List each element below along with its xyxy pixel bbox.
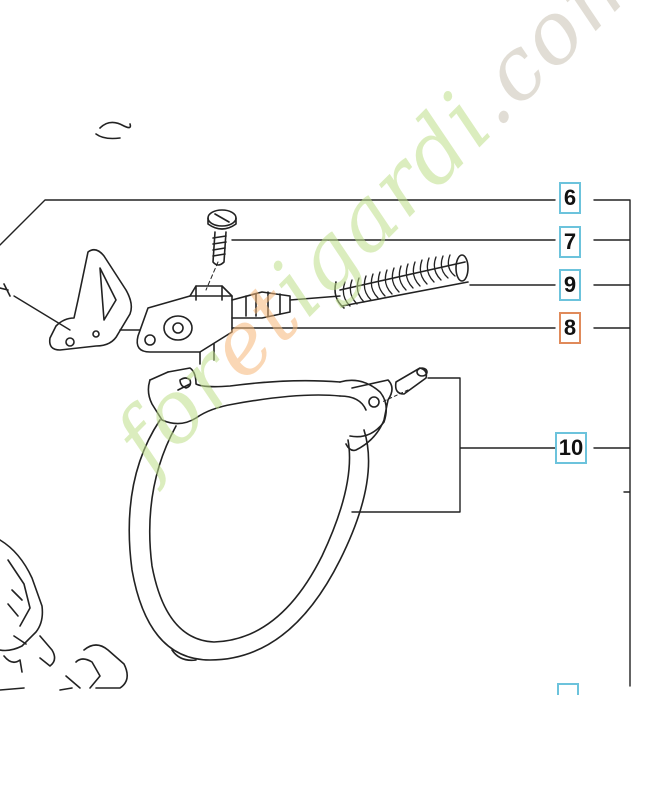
callout-6[interactable]: 6: [559, 182, 581, 214]
callout-10[interactable]: 10: [555, 432, 587, 464]
spring-part: [334, 254, 469, 309]
leader-line-left: [13, 295, 71, 331]
group-bracket: [593, 199, 631, 687]
pin-left: [0, 283, 11, 297]
housing-fragment: [0, 539, 128, 691]
screw-part: [207, 209, 237, 266]
leader-bracket-10: [351, 377, 556, 513]
leader-line-9: [289, 284, 556, 301]
callout-partial[interactable]: [557, 683, 579, 695]
leader-line-6: [0, 199, 556, 246]
brake-lever-part: [48, 248, 141, 351]
callout-9[interactable]: 9: [559, 269, 581, 301]
callout-7[interactable]: 7: [559, 226, 581, 258]
brake-band-part: [128, 367, 393, 662]
callout-8[interactable]: 8: [559, 312, 581, 344]
band-pin-part: [381, 367, 428, 403]
arc-fragment: [99, 121, 132, 129]
arc-fragment-2: [95, 133, 121, 140]
linkage-part: [136, 285, 291, 365]
